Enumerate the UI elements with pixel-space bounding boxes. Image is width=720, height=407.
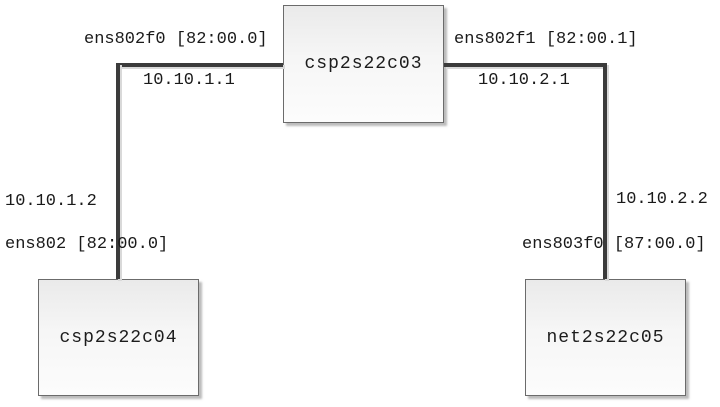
label-ip-10-10-2-2: 10.10.2.2 (616, 190, 708, 209)
label-interface-ens802f1: ens802f1 [82:00.1] (454, 30, 638, 49)
link-csp2s22c03-net2s22c05-vertical-segment (603, 63, 607, 279)
link-csp2s22c03-csp2s22c04-vertical-segment (116, 63, 120, 279)
label-ip-10-10-1-2: 10.10.1.2 (5, 192, 97, 211)
node-csp2s22c04: csp2s22c04 (38, 279, 199, 396)
node-csp2s22c03-label: csp2s22c03 (304, 54, 423, 74)
link-csp2s22c03-net2s22c05-horizontal-segment (444, 63, 607, 67)
label-interface-ens803f0: ens803f0 [87:00.0] (522, 235, 706, 254)
label-ip-10-10-1-1: 10.10.1.1 (143, 71, 235, 90)
label-ip-10-10-2-1: 10.10.2.1 (478, 71, 570, 90)
label-interface-ens802f0: ens802f0 [82:00.0] (84, 30, 268, 49)
link-csp2s22c03-csp2s22c04-horizontal-segment (116, 63, 283, 67)
node-csp2s22c03: csp2s22c03 (283, 5, 444, 123)
node-net2s22c05: net2s22c05 (525, 279, 686, 396)
label-interface-ens802: ens802 [82:00.0] (5, 235, 169, 254)
node-net2s22c05-label: net2s22c05 (546, 327, 665, 348)
node-csp2s22c04-label: csp2s22c04 (59, 327, 178, 348)
